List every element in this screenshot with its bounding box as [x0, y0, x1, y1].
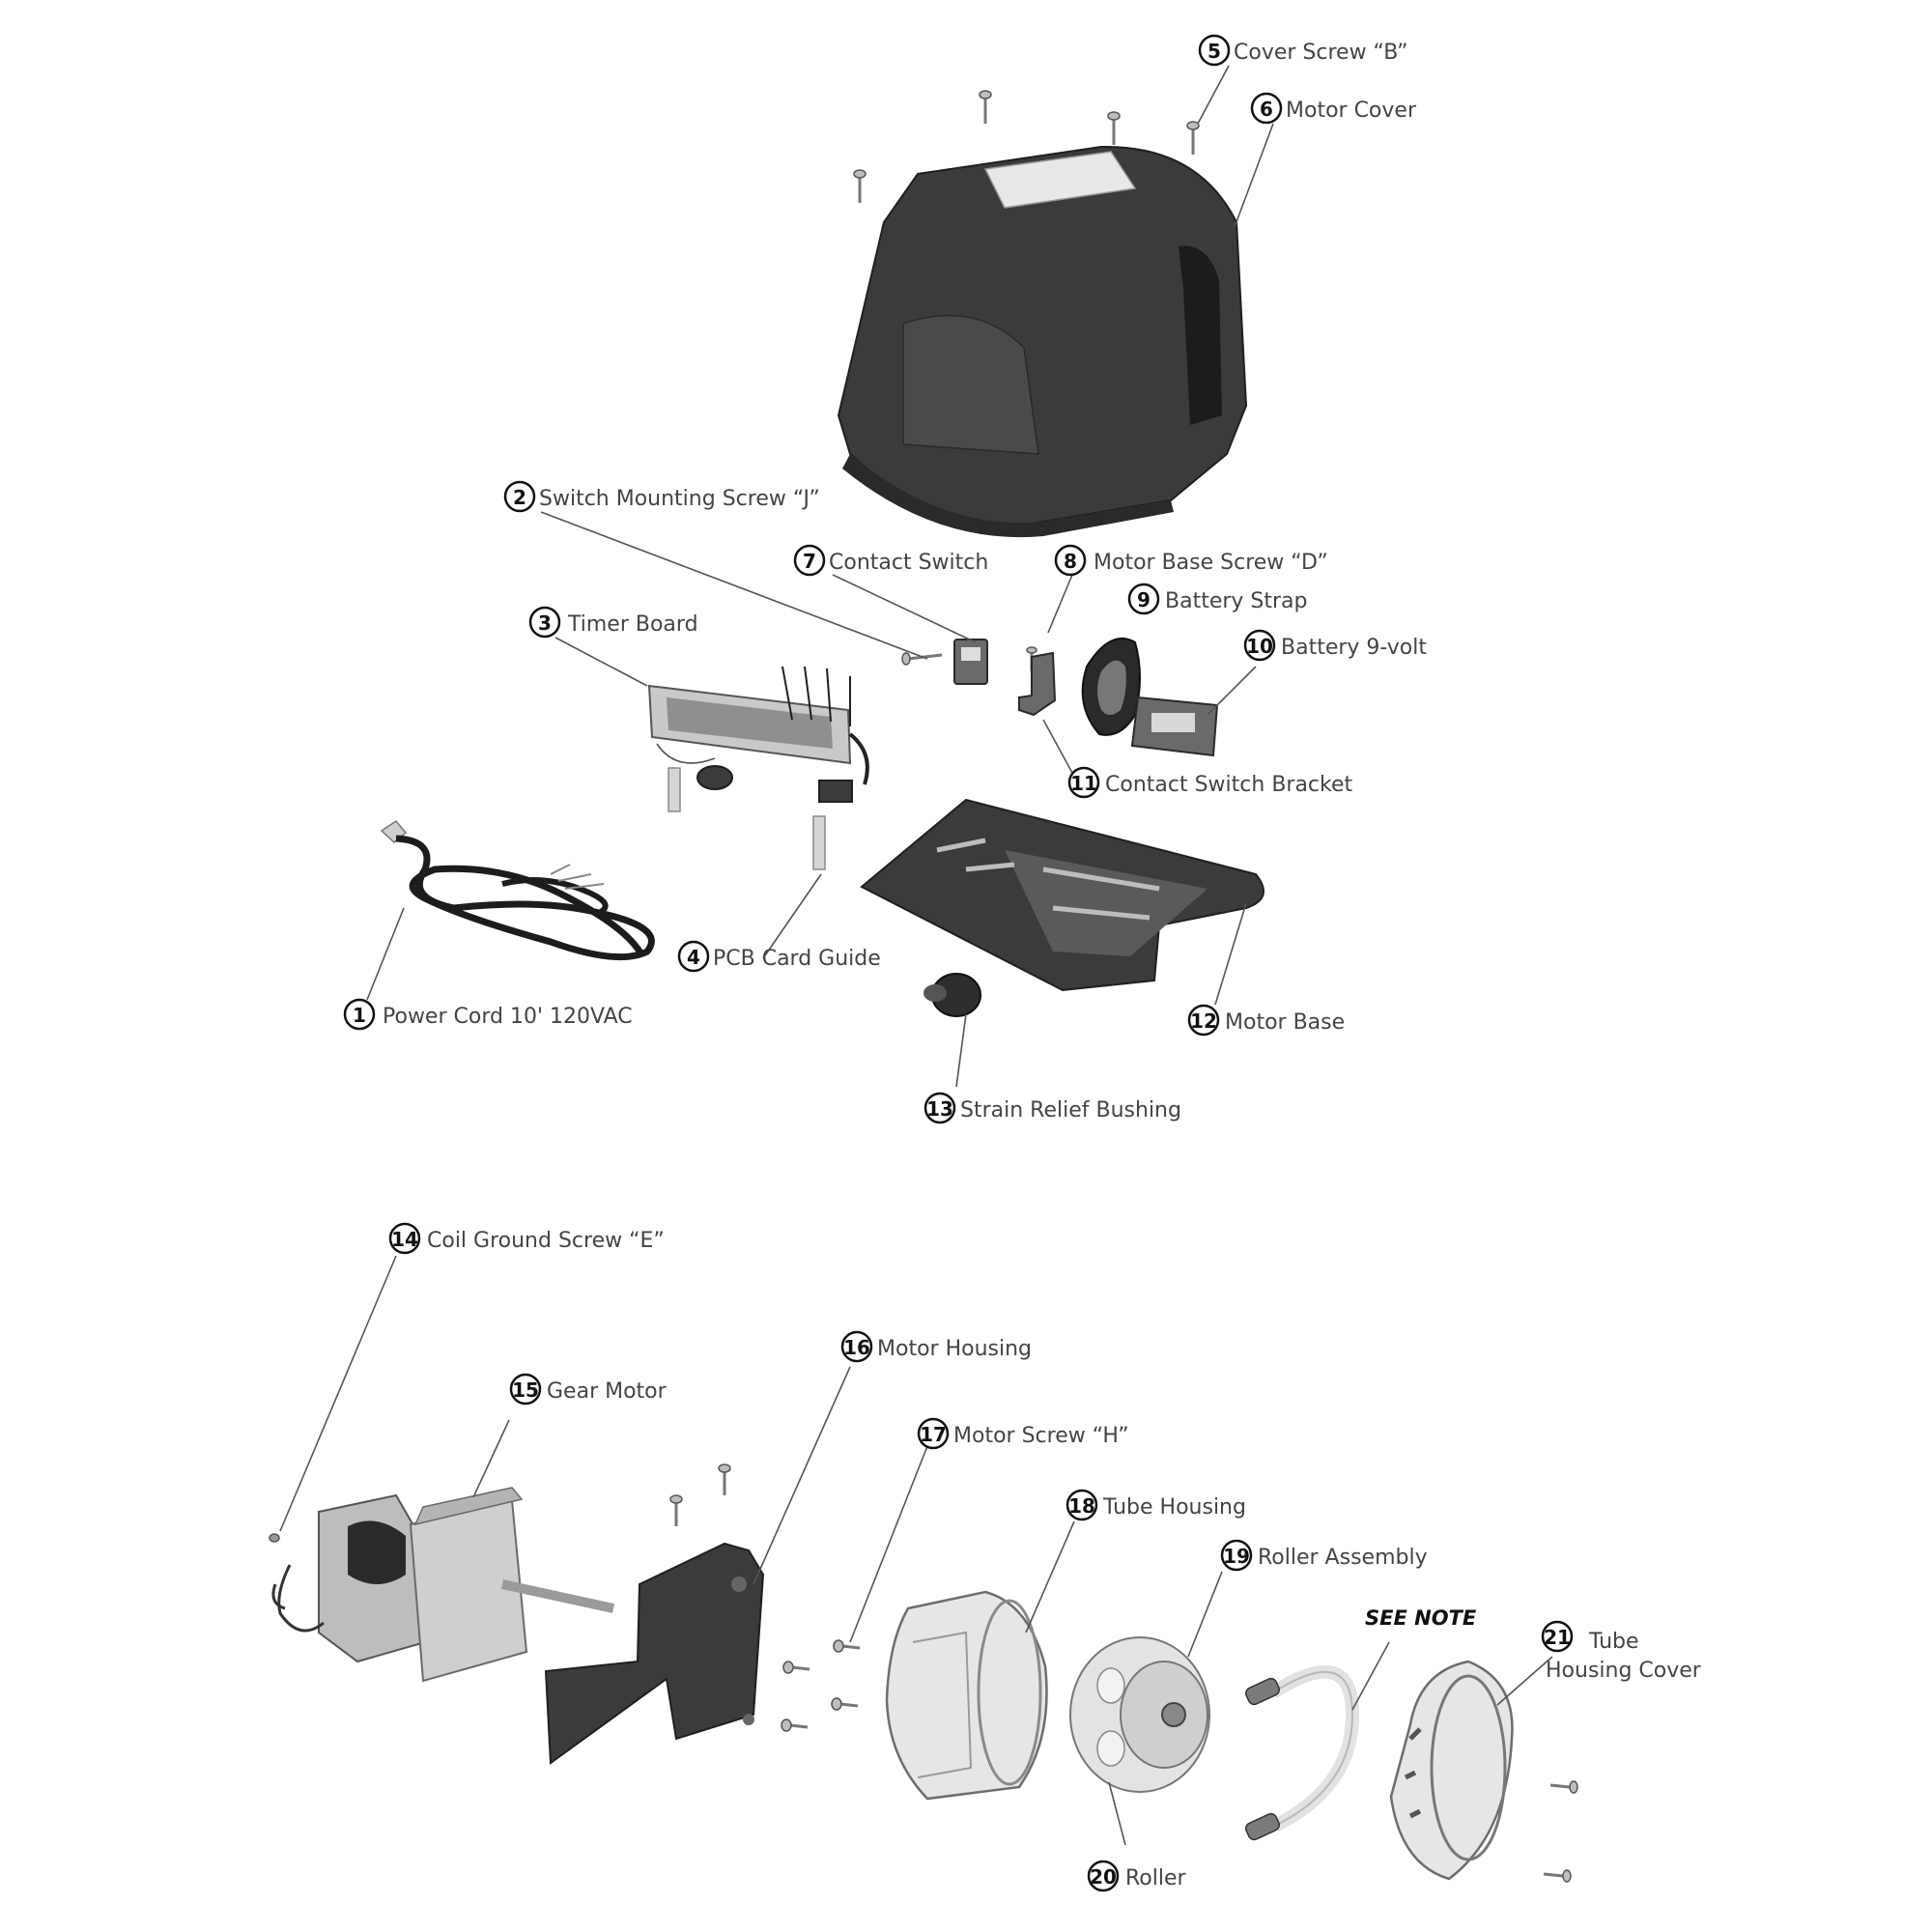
callout-number: 18 — [1068, 1494, 1095, 1518]
callout-label: Contact Switch — [829, 551, 988, 575]
callout-7: 7 Contact Switch — [793, 544, 988, 577]
callout-label: Roller Assembly — [1258, 1546, 1428, 1570]
callout-number: 9 — [1137, 588, 1151, 611]
see-note-label: SEE NOTE — [1365, 1606, 1477, 1630]
strain-relief-illustration — [923, 973, 981, 1017]
callout-number: 12 — [1190, 1009, 1217, 1033]
pump-tube-illustration — [1245, 1664, 1360, 1841]
motor-screws-illustration — [781, 1639, 861, 1732]
callout-13: 13 Strain Relief Bushing — [923, 1092, 1181, 1124]
gear-motor-illustration — [271, 1487, 615, 1683]
callout-label: Power Cord 10' 120VAC — [383, 1005, 633, 1029]
callout-label: Tube Housing — [1102, 1495, 1246, 1520]
battery-strap-illustration — [1081, 638, 1141, 736]
callout-17: 17 Motor Screw “H” — [917, 1417, 1129, 1450]
callout-number: 1 — [353, 1004, 366, 1027]
callout-2: 2 Switch Mounting Screw “J” — [503, 480, 820, 513]
motor-cover-illustration — [837, 145, 1248, 538]
motor-base-illustration — [860, 798, 1264, 992]
callout-number: 13 — [926, 1097, 953, 1121]
callout-number: 17 — [920, 1423, 947, 1446]
callout-label: Tube — [1588, 1630, 1639, 1654]
cover-screws — [853, 90, 1200, 203]
callout-number: 20 — [1090, 1865, 1117, 1889]
callout-label: Motor Screw “H” — [953, 1424, 1129, 1448]
motor-housing-illustration — [544, 1463, 765, 1765]
callout-label-line2: Housing Cover — [1546, 1659, 1702, 1683]
callout-number: 4 — [687, 946, 700, 969]
callout-number: 2 — [513, 486, 526, 509]
callout-number: 7 — [803, 550, 816, 573]
callout-number: 16 — [843, 1336, 870, 1359]
callout-12: 12 Motor Base — [1187, 1004, 1345, 1037]
callout-number: 11 — [1070, 772, 1097, 795]
callout-8: 8 Motor Base Screw “D” — [1054, 544, 1328, 577]
callout-3: 3 Timer Board — [528, 606, 698, 639]
callout-label: PCB Card Guide — [713, 947, 881, 971]
battery-illustration — [1130, 696, 1219, 757]
callout-11: 11 Contact Switch Bracket — [1067, 766, 1353, 799]
callout-10: 10 Battery 9-volt — [1243, 629, 1427, 662]
callout-21: 21 Tube Housing Cover — [1541, 1620, 1702, 1683]
callout-number: 8 — [1064, 550, 1077, 573]
callout-number: 6 — [1260, 98, 1273, 121]
callout-5: 5 Cover Screw “B” — [1198, 34, 1408, 67]
pcb-card-guide-illustration — [668, 767, 826, 870]
callout-label: Gear Motor — [547, 1379, 668, 1404]
callout-label: Switch Mounting Screw “J” — [539, 487, 820, 511]
callout-16: 16 Motor Housing — [840, 1330, 1032, 1363]
contact-switch-illustration — [901, 639, 988, 685]
callout-label: Cover Screw “B” — [1234, 41, 1408, 65]
callout-label: Timer Board — [567, 612, 698, 637]
coil-ground-screw-illustration — [269, 1533, 280, 1543]
callout-label: Battery Strap — [1165, 589, 1308, 613]
roller-assembly-illustration — [1069, 1636, 1210, 1793]
callout-4: 4 PCB Card Guide — [677, 940, 881, 973]
callout-label: Motor Housing — [877, 1337, 1032, 1361]
callout-label: Roller — [1125, 1866, 1187, 1890]
callout-label: Motor Cover — [1286, 99, 1417, 123]
callout-label: Motor Base Screw “D” — [1094, 551, 1328, 575]
callout-6: 6 Motor Cover — [1250, 92, 1417, 125]
callout-18: 18 Tube Housing — [1065, 1489, 1246, 1521]
tube-housing-illustration — [885, 1590, 1048, 1801]
callout-number: 5 — [1208, 40, 1221, 63]
timer-board-illustration — [647, 666, 869, 803]
tube-housing-cover-illustration — [1389, 1660, 1578, 1883]
leader-lines — [279, 65, 1553, 1846]
callout-9: 9 Battery Strap — [1127, 582, 1308, 615]
callout-number: 15 — [512, 1378, 539, 1402]
callout-20: 20 Roller — [1087, 1860, 1187, 1892]
callout-label: Strain Relief Bushing — [960, 1098, 1181, 1122]
callout-label: Contact Switch Bracket — [1105, 773, 1353, 797]
callout-15: 15 Gear Motor — [509, 1373, 668, 1406]
callout-number: 3 — [538, 611, 552, 635]
callout-14: 14 Coil Ground Screw “E” — [388, 1222, 665, 1255]
callout-19: 19 Roller Assembly — [1220, 1539, 1428, 1572]
callout-label: Battery 9-volt — [1281, 636, 1427, 660]
callout-label: Coil Ground Screw “E” — [427, 1229, 665, 1253]
callout-label: Motor Base — [1225, 1010, 1345, 1035]
callout-1: 1 Power Cord 10' 120VAC — [343, 998, 633, 1031]
callout-number: 10 — [1246, 635, 1273, 658]
callout-number: 21 — [1544, 1626, 1571, 1649]
callout-number: 19 — [1223, 1545, 1250, 1568]
switch-bracket-illustration — [1018, 646, 1057, 717]
power-cord-illustration — [380, 820, 655, 961]
callout-number: 14 — [391, 1228, 418, 1251]
